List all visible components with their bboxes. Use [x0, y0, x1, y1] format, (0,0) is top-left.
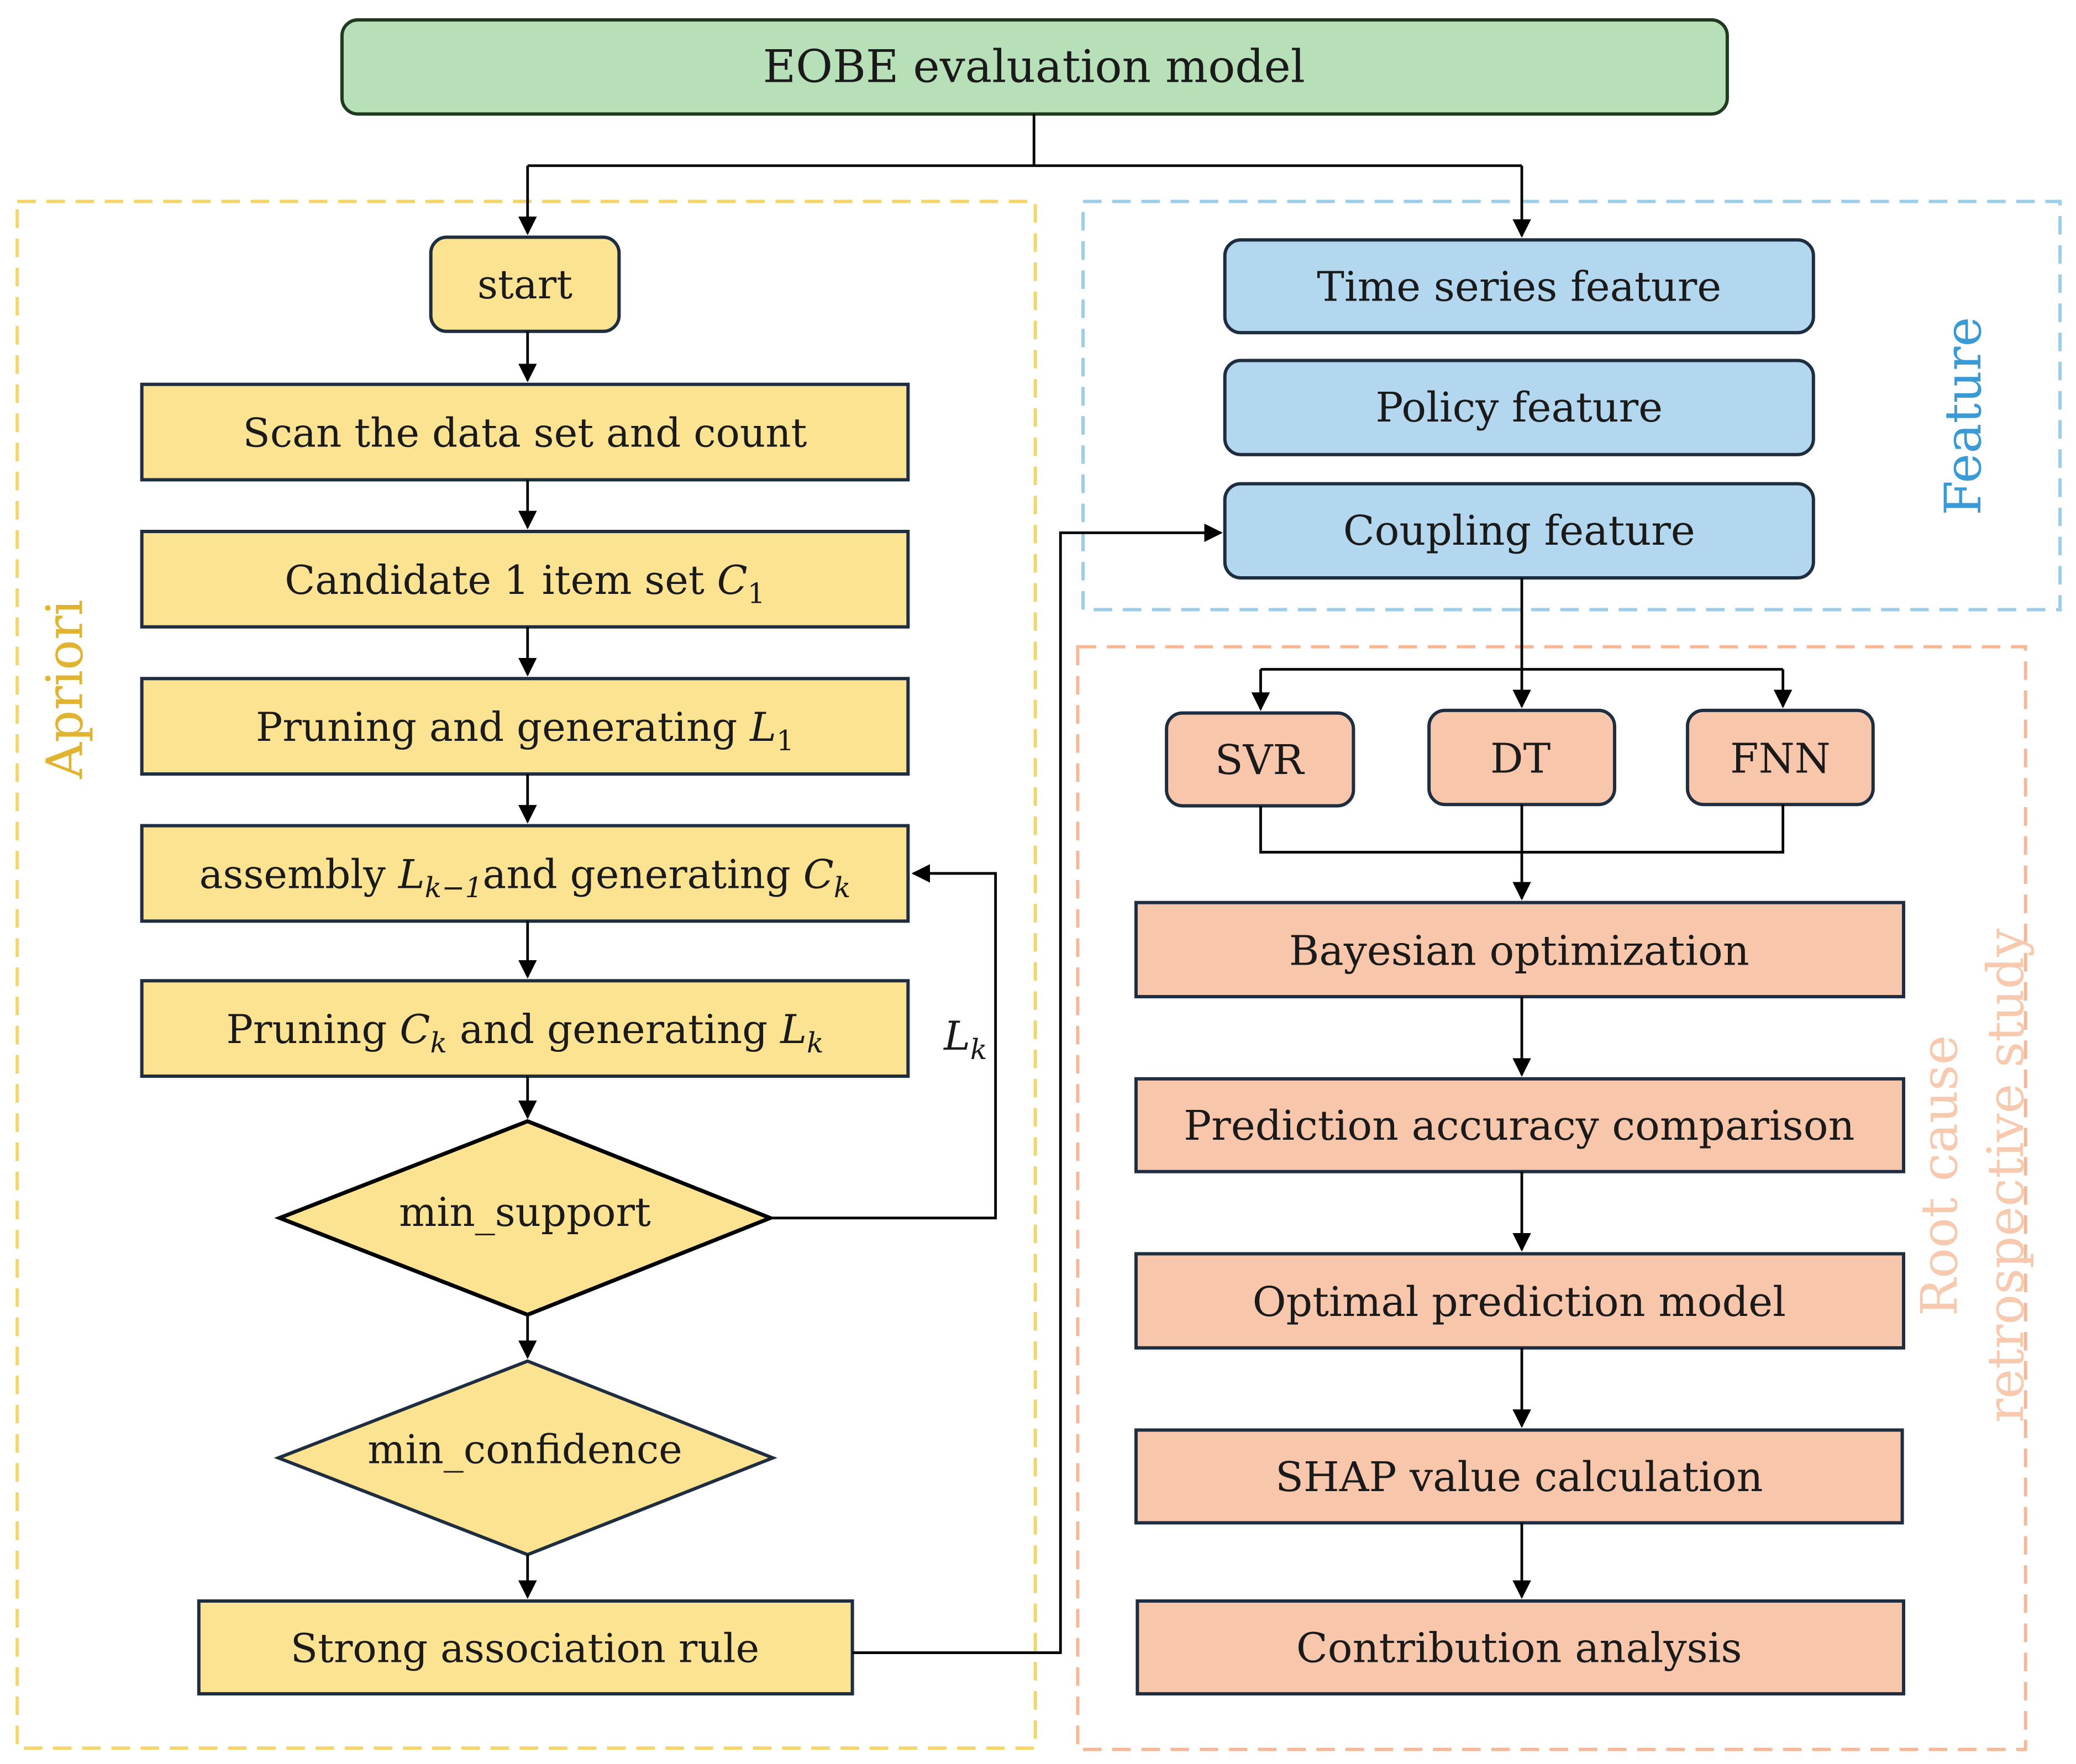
- policy-feature-text: Policy feature: [1375, 383, 1663, 431]
- start-text: start: [477, 261, 572, 308]
- candidate-box: [140, 530, 910, 629]
- strong-rule-box: [197, 1599, 854, 1695]
- rule-to-coupling-connector: [852, 523, 1223, 1654]
- assembly-box: [140, 824, 910, 923]
- candidate-text: Candidate 1 item set C1: [285, 557, 765, 610]
- loop-label: Lk: [943, 1013, 987, 1066]
- start-box: [429, 235, 621, 333]
- contribution-box: [1136, 1599, 1905, 1695]
- shap-box: [1134, 1428, 1904, 1525]
- policy-feature-box: [1223, 359, 1815, 456]
- scan-text: Scan the data set and count: [243, 409, 807, 456]
- scan-box: [140, 382, 910, 482]
- shap-text: SHAP value calculation: [1275, 1453, 1763, 1501]
- time-series-feature-text: Time series feature: [1317, 263, 1721, 311]
- pruning1-box: [140, 677, 910, 776]
- optimal-model-text: Optimal prediction model: [1253, 1278, 1786, 1326]
- bayesian-box: [1134, 901, 1905, 999]
- contribution-text: Contribution analysis: [1296, 1624, 1742, 1672]
- accuracy-box: [1134, 1077, 1905, 1173]
- fnn-text: FNN: [1730, 735, 1831, 783]
- pruning1-text: Pruning and generating L1: [256, 704, 794, 757]
- bayesian-text: Bayesian optimization: [1289, 926, 1749, 975]
- apriori-label: Apriori: [36, 599, 94, 780]
- coupling-feature-text: Coupling feature: [1343, 507, 1695, 555]
- coupling-feature-box: [1223, 482, 1815, 580]
- retrospective-study-label: retrospective study: [1977, 928, 2035, 1423]
- root-cause-region: [1076, 645, 2027, 1751]
- svr-text: SVR: [1215, 736, 1305, 784]
- dt-text: DT: [1490, 735, 1551, 783]
- optimal-model-box: [1134, 1252, 1905, 1350]
- root-cause-label: Root cause: [1910, 1035, 1969, 1316]
- feature-split-connector: [1260, 577, 1783, 671]
- feature-label: Feature: [1934, 317, 1993, 515]
- accuracy-text: Prediction accuracy comparison: [1184, 1102, 1854, 1150]
- time-series-feature-box: [1223, 238, 1815, 335]
- assembly-text: assembly Lk−1and generating Ck: [199, 851, 851, 904]
- strong-rule-text: Strong association rule: [291, 1625, 759, 1671]
- min-confidence-text: min_confidence: [367, 1426, 682, 1472]
- title-split-connector: [527, 114, 1522, 167]
- min-support-text: min_support: [399, 1189, 651, 1235]
- models-merge-connector: [1259, 804, 1785, 854]
- title-text: EOBE evaluation model: [763, 41, 1305, 93]
- fnn-box: [1685, 708, 1875, 807]
- pruning-k-text: Pruning Ck and generating Lk: [227, 1006, 824, 1059]
- pruning-k-box: [140, 979, 910, 1078]
- loop-back-connector: [770, 864, 997, 1220]
